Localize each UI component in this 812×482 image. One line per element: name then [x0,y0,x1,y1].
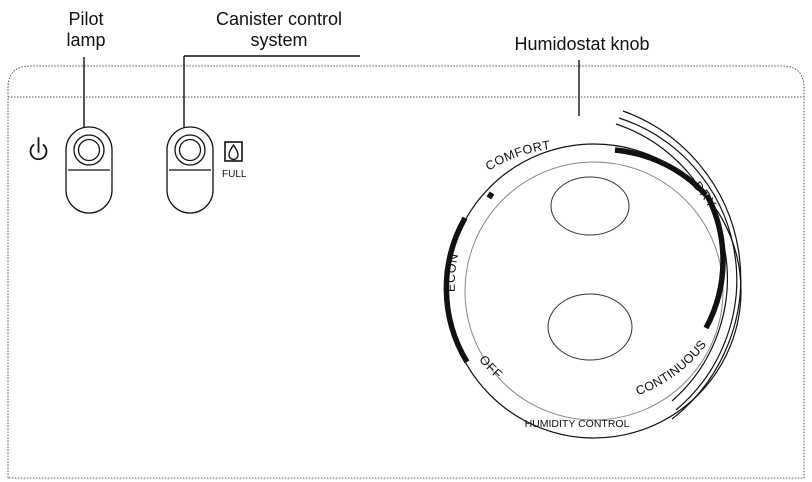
panel-outline [7,65,805,479]
knob-grip-top [550,176,630,236]
canister-lamp [166,126,214,214]
water-drop-icon [224,141,243,162]
power-icon [29,137,48,161]
callout-humidostat-text: Humidostat knob [514,34,650,54]
humidity-control-label: HUMIDITY CONTROL [525,418,630,430]
dial-label-comfort: COMFORT [483,138,551,173]
callout-pilot-lamp: Pilot lamp [56,9,116,51]
callout-canister: Canister control system [186,9,372,51]
dial-segments [443,147,726,364]
knob-grip-bottom [547,293,633,361]
callout-canister-line2: system [250,30,308,50]
dial-label-econ: ECON [444,252,461,292]
callout-pilot-lamp-line1: Pilot [68,9,104,29]
full-label: FULL [222,169,247,180]
callout-canister-line1: Canister control [215,9,343,29]
callout-pilot-lamp-line2: lamp [66,30,106,50]
dial-label-off: OFF [476,353,505,382]
callout-humidostat: Humidostat knob [490,34,674,55]
humidostat-knob[interactable] [464,161,724,421]
pilot-lamp [65,126,113,214]
dial-outer-arcs [615,110,742,420]
